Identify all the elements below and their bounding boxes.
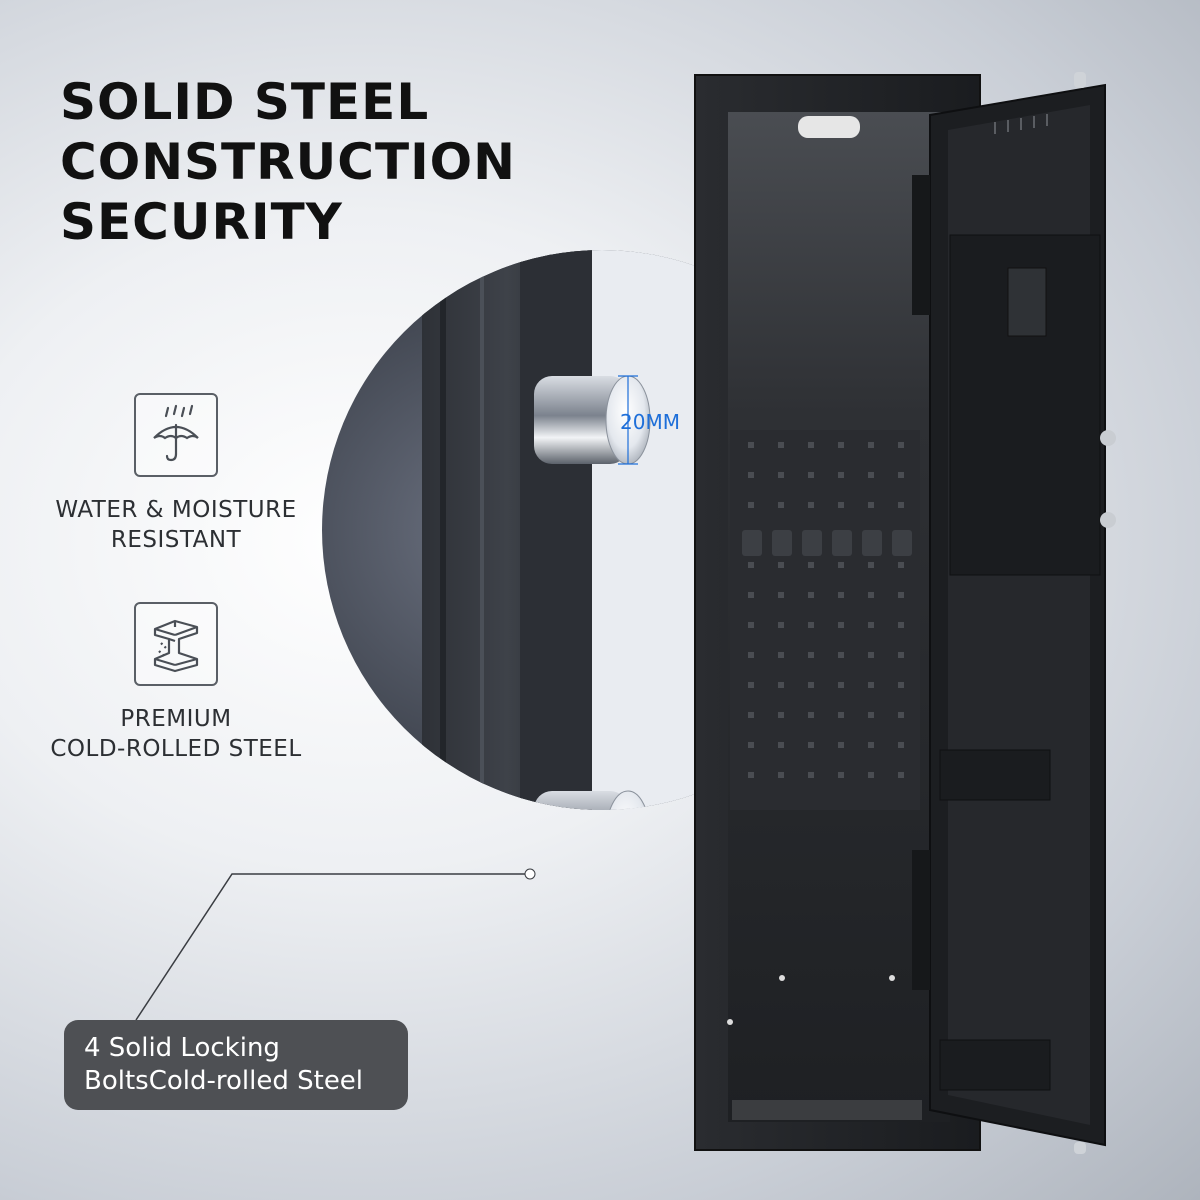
- badge-line-2: BoltsCold-rolled Steel: [84, 1066, 364, 1096]
- feature-water-resistant: WATER & MOISTURE RESISTANT: [26, 393, 326, 555]
- badge-line-1: 4 Solid Locking: [84, 1033, 280, 1063]
- pegboard-hole: [748, 742, 754, 748]
- feature-label: PREMIUM COLD-ROLLED STEEL: [50, 706, 302, 762]
- pegboard-hole: [868, 742, 874, 748]
- pegboard-hole: [778, 622, 784, 628]
- pegboard-hole: [868, 592, 874, 598]
- pegboard-hole: [838, 772, 844, 778]
- headline: SOLID STEEL CONSTRUCTION SECURITY: [60, 72, 516, 252]
- pegboard-hole: [868, 442, 874, 448]
- locking-bolt-top: [534, 375, 651, 465]
- pegboard-hole: [898, 562, 904, 568]
- pegboard-hole: [808, 682, 814, 688]
- pegboard-hole: [808, 742, 814, 748]
- pegboard-hole: [808, 772, 814, 778]
- pegboard-hole: [838, 502, 844, 508]
- pegboard-hole: [868, 562, 874, 568]
- pegboard-hole: [748, 622, 754, 628]
- pegboard-hole: [838, 442, 844, 448]
- bolt-diameter-label: 20MM: [620, 410, 680, 434]
- pegboard-hole: [778, 442, 784, 448]
- pegboard-hole: [808, 442, 814, 448]
- pegboard-hole: [748, 772, 754, 778]
- pegboard-hole: [898, 682, 904, 688]
- pegboard-hole: [778, 472, 784, 478]
- pegboard-hole: [778, 592, 784, 598]
- pegboard-hole: [748, 592, 754, 598]
- pegboard-hole: [838, 712, 844, 718]
- feature-label: WATER & MOISTURE RESISTANT: [55, 497, 297, 553]
- pegboard-hole: [868, 652, 874, 658]
- pegboard-hole: [838, 622, 844, 628]
- pegboard-hole: [868, 622, 874, 628]
- pegboard-hole: [838, 472, 844, 478]
- pegboard-hole: [808, 502, 814, 508]
- headline-line-2: CONSTRUCTION: [60, 133, 517, 191]
- pegboard-hole: [898, 622, 904, 628]
- pegboard-hole: [898, 652, 904, 658]
- pegboard-hole: [898, 442, 904, 448]
- pegboard-hole: [808, 622, 814, 628]
- pegboard-hole: [748, 502, 754, 508]
- pegboard-hole: [748, 442, 754, 448]
- pegboard: [730, 430, 920, 810]
- pegboard-hole: [778, 772, 784, 778]
- pegboard-hole: [838, 562, 844, 568]
- headline-line-1: SOLID STEEL: [60, 73, 430, 131]
- pegboard-hole: [868, 682, 874, 688]
- pegboard-hole: [898, 472, 904, 478]
- pegboard-hole: [808, 712, 814, 718]
- pegboard-hole: [808, 592, 814, 598]
- locking-bolt-lower: [534, 790, 647, 810]
- pegboard-hole: [778, 502, 784, 508]
- pegboard-hole: [808, 562, 814, 568]
- umbrella-rain-icon: [134, 393, 218, 477]
- pegboard-hole: [748, 682, 754, 688]
- steel-beam-icon: [134, 602, 218, 686]
- pegboard-hole: [868, 502, 874, 508]
- door-bolt-knob: [1100, 512, 1116, 528]
- pegboard-hole: [898, 592, 904, 598]
- pegboard-hole: [838, 742, 844, 748]
- barrel-holders: [742, 530, 912, 556]
- pegboard-hole: [838, 592, 844, 598]
- pegboard-hole: [778, 562, 784, 568]
- pegboard-hole: [898, 742, 904, 748]
- pegboard-hole: [808, 652, 814, 658]
- pegboard-hole: [808, 472, 814, 478]
- pegboard-hole: [898, 502, 904, 508]
- pegboard-hole: [868, 472, 874, 478]
- pegboard-hole: [778, 652, 784, 658]
- pegboard-hole: [778, 742, 784, 748]
- gun-safe-cabinet: [694, 72, 1116, 1154]
- locking-bolts-badge: 4 Solid Locking BoltsCold-rolled Steel: [64, 1020, 408, 1110]
- pegboard-hole: [778, 712, 784, 718]
- pegboard-hole: [748, 562, 754, 568]
- feature-cold-rolled-steel: PREMIUM COLD-ROLLED STEEL: [26, 602, 326, 764]
- pegboard-hole: [838, 682, 844, 688]
- pegboard-hole: [838, 652, 844, 658]
- pegboard-hole: [868, 712, 874, 718]
- pegboard-hole: [898, 712, 904, 718]
- pegboard-hole: [778, 682, 784, 688]
- pegboard-hole: [748, 712, 754, 718]
- pegboard-hole: [748, 652, 754, 658]
- headline-line-3: SECURITY: [60, 193, 343, 251]
- interior-light: [798, 116, 860, 138]
- pegboard-hole: [868, 772, 874, 778]
- pegboard-hole: [748, 472, 754, 478]
- pegboard-hole: [898, 772, 904, 778]
- door-bolt-knob: [1100, 430, 1116, 446]
